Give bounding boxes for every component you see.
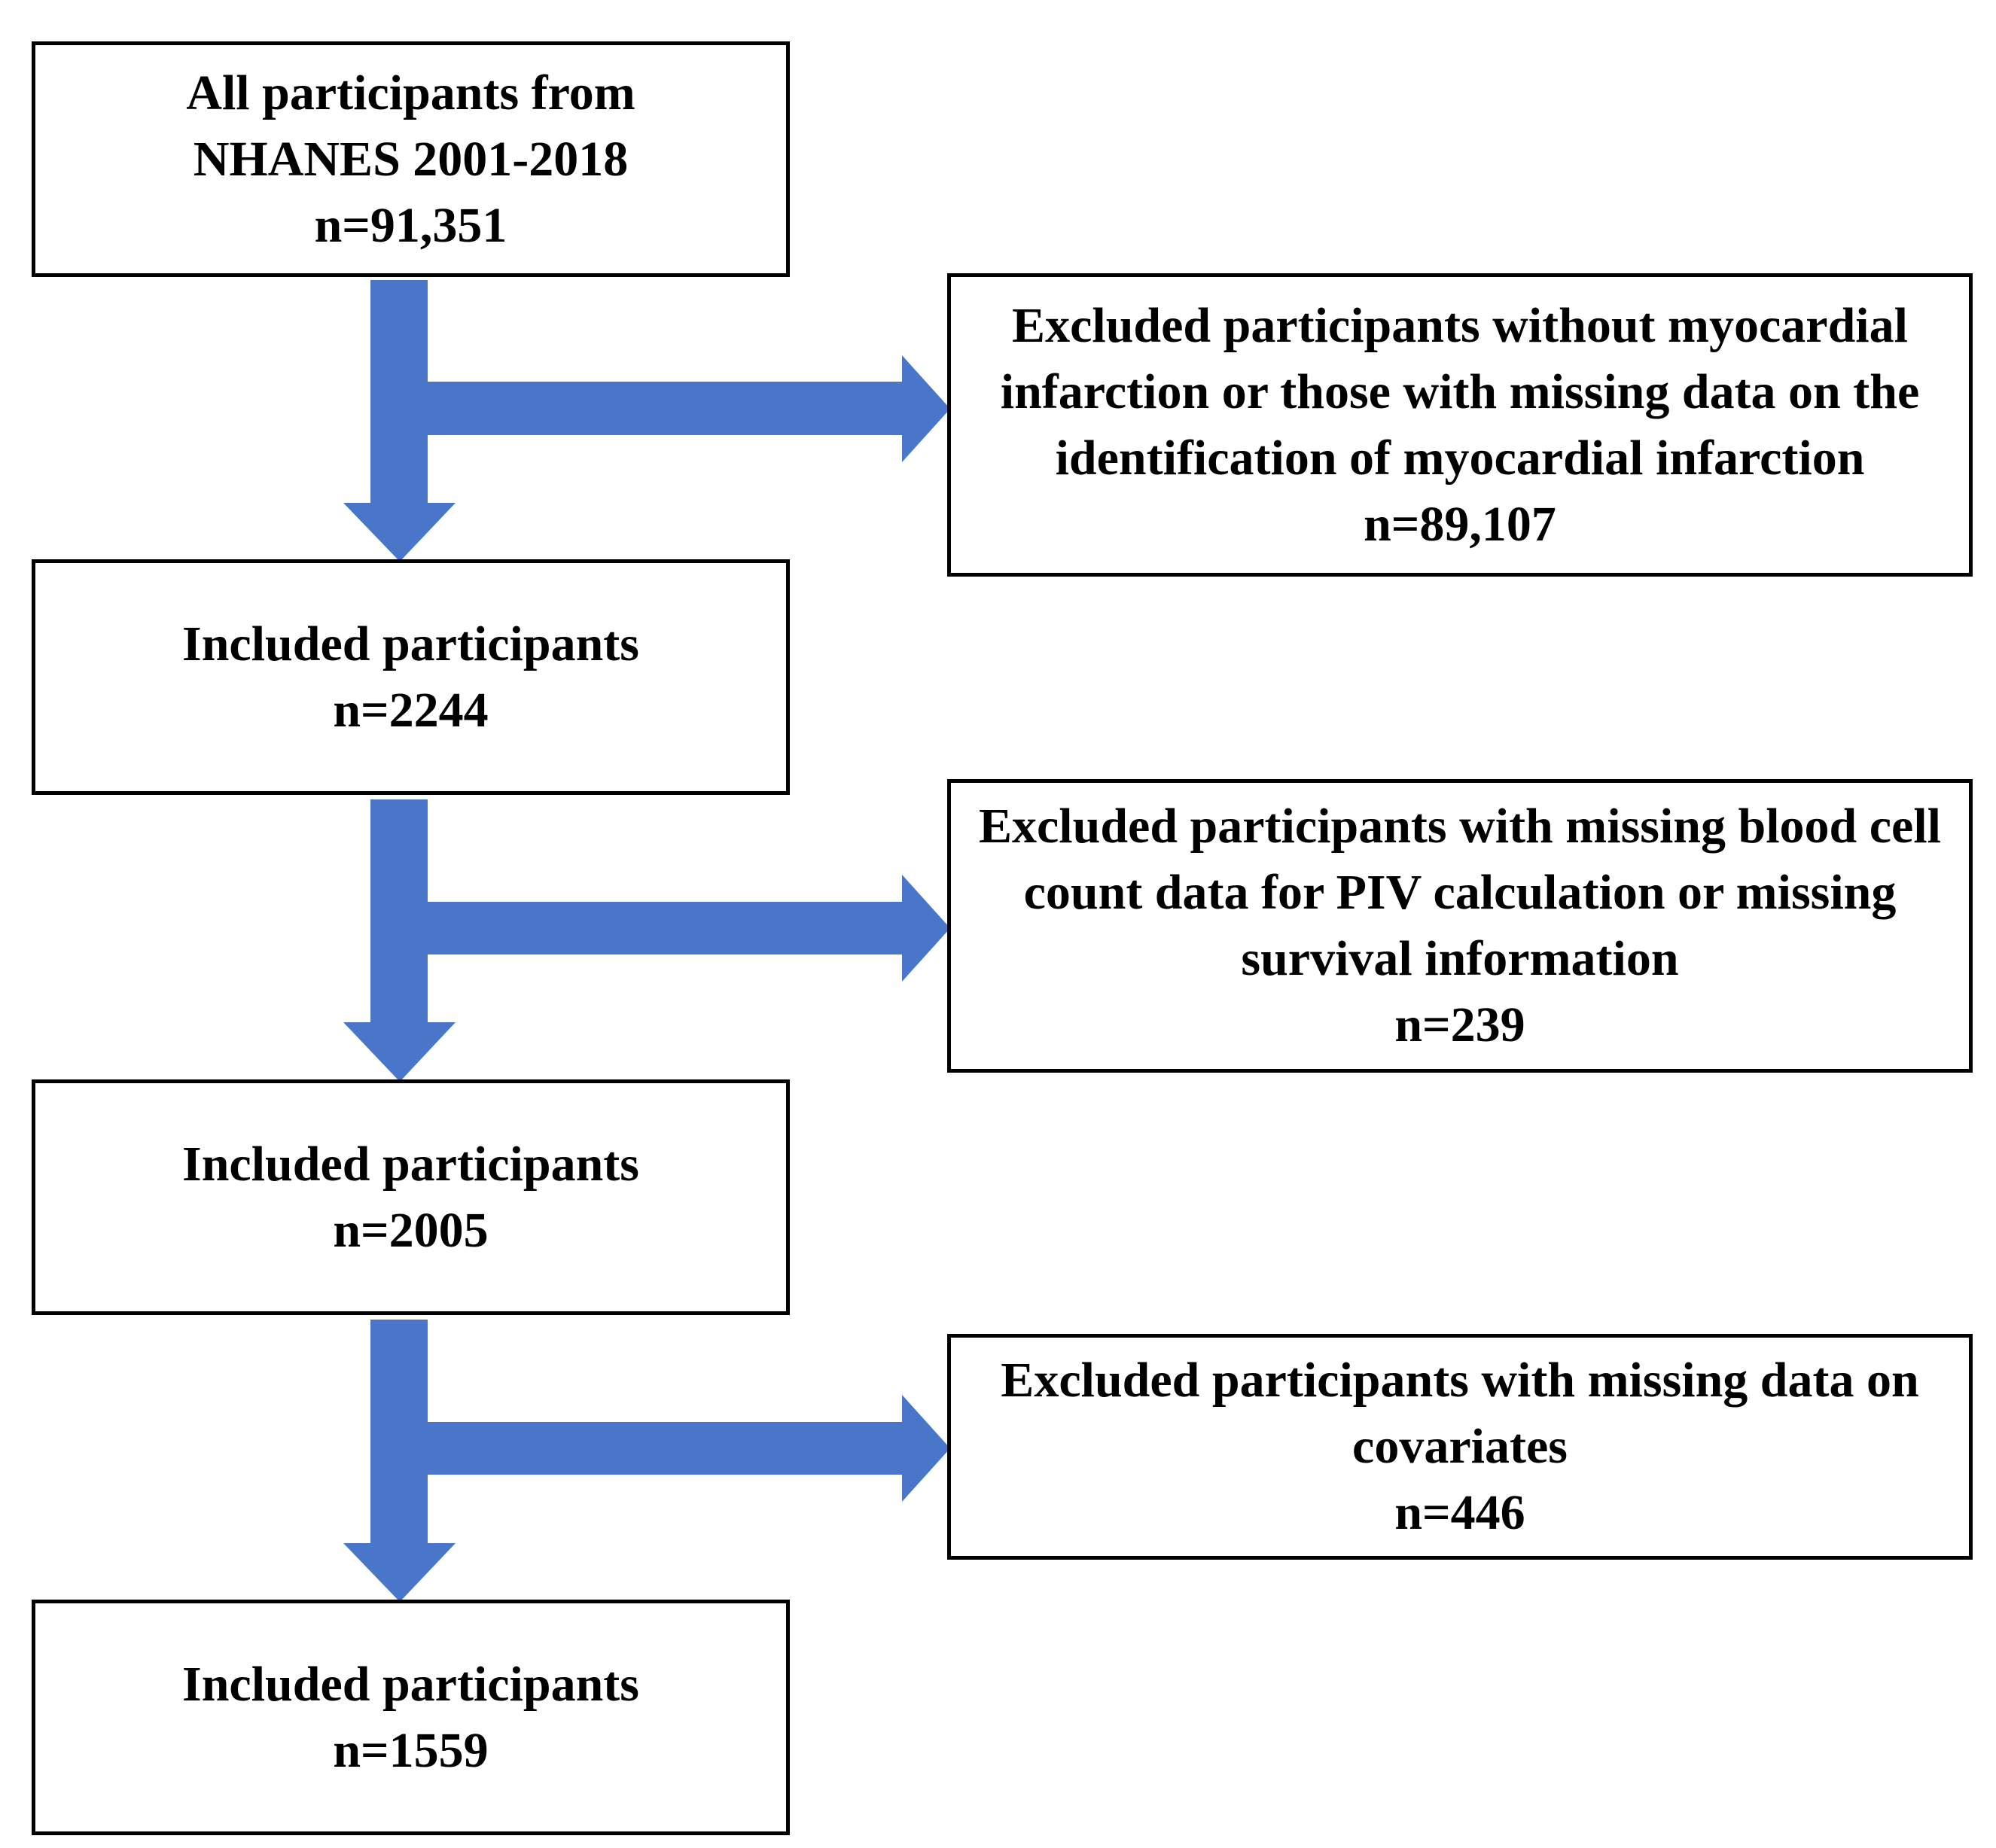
exclusion-3-line-1: Excluded participants with missing data … xyxy=(1001,1353,1919,1408)
exclusion-box-2: Excluded participants with missing blood… xyxy=(947,779,1973,1073)
exclusion-2-count: n=239 xyxy=(1394,997,1525,1052)
exclusion-box-3: Excluded participants with missing data … xyxy=(947,1334,1973,1560)
exclusion-1-line-2: infarction or those with missing data on… xyxy=(1000,364,1920,419)
arrow-group-2 xyxy=(343,799,950,1082)
exclusion-3-line-2: covariates xyxy=(1352,1419,1568,1474)
arrow-group-1 xyxy=(343,280,950,562)
included-2-count: n=2005 xyxy=(333,1202,489,1258)
exclusion-2-line-3: survival information xyxy=(1241,931,1679,986)
arrow-group-3 xyxy=(343,1320,950,1602)
start-count: n=91,351 xyxy=(314,197,507,253)
included-box-2: Included participants n=2005 xyxy=(32,1079,790,1315)
start-line-2: NHANES 2001-2018 xyxy=(193,131,629,187)
exclusion-1-count: n=89,107 xyxy=(1364,496,1556,552)
exclusion-1-line-1: Excluded participants without myocardial xyxy=(1012,297,1908,353)
right-arrow-3 xyxy=(428,1395,950,1502)
exclusion-3-count: n=446 xyxy=(1394,1485,1525,1540)
exclusion-2-line-1: Excluded participants with missing blood… xyxy=(978,799,1941,854)
down-arrow-2 xyxy=(343,799,456,1082)
exclusion-box-1: Excluded participants without myocardial… xyxy=(947,273,1973,577)
included-1-count: n=2244 xyxy=(333,682,489,738)
right-arrow-2 xyxy=(428,875,950,982)
included-3-label: Included participants xyxy=(182,1656,639,1712)
right-arrow-1 xyxy=(428,355,950,462)
included-box-1: Included participants n=2244 xyxy=(32,559,790,795)
exclusion-2-line-2: count data for PIV calculation or missin… xyxy=(1023,865,1897,920)
down-arrow-3 xyxy=(343,1320,456,1602)
down-arrow-1 xyxy=(343,280,456,562)
included-3-count: n=1559 xyxy=(333,1722,489,1778)
included-2-label: Included participants xyxy=(182,1136,639,1192)
included-1-label: Included participants xyxy=(182,616,639,671)
included-box-3: Included participants n=1559 xyxy=(32,1600,790,1835)
start-box: All participants from NHANES 2001-2018 n… xyxy=(32,41,790,277)
exclusion-1-line-3: identification of myocardial infarction xyxy=(1055,430,1865,486)
start-line-1: All participants from xyxy=(186,65,635,120)
